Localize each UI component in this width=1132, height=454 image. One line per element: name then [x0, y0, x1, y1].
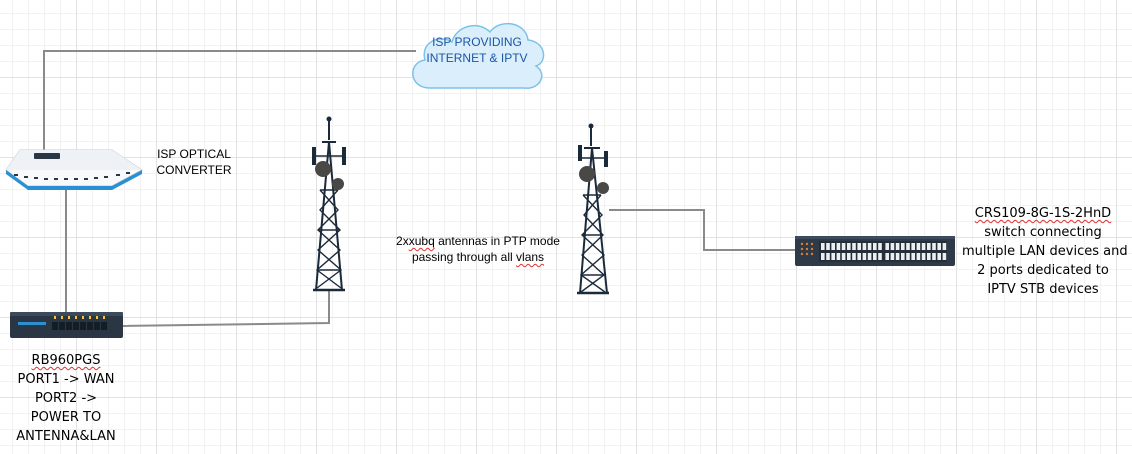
switch-port [826, 243, 830, 250]
ptp-label-line1: 2xxubq antennas in PTP mode [392, 233, 564, 249]
switch-port [878, 253, 882, 260]
switch-port [831, 243, 835, 250]
switch-port [921, 253, 926, 260]
router-icon [10, 312, 123, 338]
ptp-label-line2-prefix: passing through all [411, 250, 517, 264]
switch-port [932, 243, 936, 250]
switch-port [847, 253, 851, 260]
switch-port [841, 253, 846, 260]
switch-port [831, 253, 835, 260]
cloud-label-line2: INTERNET & IPTV [426, 51, 528, 65]
router-line5: ANTENNA&LAN [16, 429, 116, 444]
switch-model: CRS109-8G-1S-2HnD [974, 206, 1112, 221]
switch-icon [795, 236, 955, 266]
switch-port [873, 253, 877, 260]
switch-port [937, 253, 941, 260]
connector-tower2-to-switch [609, 209, 795, 251]
switch-port [921, 243, 926, 250]
switch-port [862, 253, 867, 260]
switch-port [942, 253, 947, 260]
switch-port [841, 243, 846, 250]
switch-line3: multiple LAN devices and [962, 244, 1128, 259]
switch-label: CRS109-8G-1S-2HnD switch connecting mult… [962, 204, 1128, 299]
switch-port [836, 253, 841, 260]
switch-port [916, 253, 921, 260]
switch-port [916, 243, 921, 250]
ptp-label-line2-word: vlans [516, 250, 545, 264]
switch-port [847, 243, 851, 250]
switch-port [821, 243, 825, 250]
antenna-tower-1-icon [312, 116, 346, 292]
switch-port [901, 243, 905, 250]
switch-port [932, 253, 936, 260]
ptp-label-line2: passing through all vlans [392, 249, 564, 265]
switch-port [826, 253, 830, 260]
switch-port [906, 253, 910, 260]
ptp-label-rest: antennas in PTP mode [434, 234, 560, 248]
switch-port [937, 243, 941, 250]
cloud-label-line1: ISP PROVIDING [432, 35, 522, 49]
switch-port [867, 243, 872, 250]
switch-port [895, 253, 900, 260]
isp-cloud-icon [412, 22, 545, 89]
switch-line4: 2 ports dedicated to [977, 263, 1109, 278]
connector-router-to-tower1 [121, 290, 330, 327]
switch-port [852, 243, 856, 250]
switch-port [873, 243, 877, 250]
switch-line2: switch connecting [984, 225, 1102, 240]
switch-port [836, 243, 841, 250]
converter-label-line1: ISP OPTICAL [157, 147, 231, 161]
connector-converter-to-cloud [43, 50, 416, 150]
converter-label: ISP OPTICAL CONVERTER [150, 146, 238, 178]
switch-port [862, 243, 867, 250]
converter-label-line2: CONVERTER [156, 163, 232, 177]
switch-port [906, 243, 910, 250]
router-line2: PORT1 -> WAN [17, 372, 115, 387]
switch-port [911, 253, 915, 260]
ptp-label-prefix: 2x [396, 234, 409, 248]
switch-port [852, 253, 856, 260]
optical-converter-icon [5, 149, 143, 190]
switch-port [890, 253, 895, 260]
switch-port [901, 253, 905, 260]
switch-port [821, 253, 825, 260]
ptp-label-misspelled-word: xubq [408, 234, 435, 248]
router-label: RB960PGS PORT1 -> WAN PORT2 -> POWER TO … [6, 351, 126, 446]
connectors [43, 50, 795, 327]
ptp-label: 2xxubq antennas in PTP mode passing thro… [392, 233, 564, 265]
switch-line5: IPTV STB devices [987, 282, 1099, 297]
switch-port [911, 243, 915, 250]
switch-port [927, 253, 931, 260]
switch-port [857, 253, 861, 260]
switch-port [895, 243, 900, 250]
antenna-tower-2-icon [577, 123, 609, 295]
switch-port [890, 243, 895, 250]
switch-port [885, 243, 889, 250]
router-line4: POWER TO [30, 410, 102, 425]
switch-port [878, 243, 882, 250]
switch-port [885, 253, 889, 260]
cloud-label: ISP PROVIDING INTERNET & IPTV [418, 34, 536, 66]
switch-port [942, 243, 947, 250]
router-line3: PORT2 -> [34, 391, 98, 406]
switch-port [857, 243, 861, 250]
switch-port [927, 243, 931, 250]
router-model: RB960PGS [31, 353, 101, 368]
switch-port [867, 253, 872, 260]
